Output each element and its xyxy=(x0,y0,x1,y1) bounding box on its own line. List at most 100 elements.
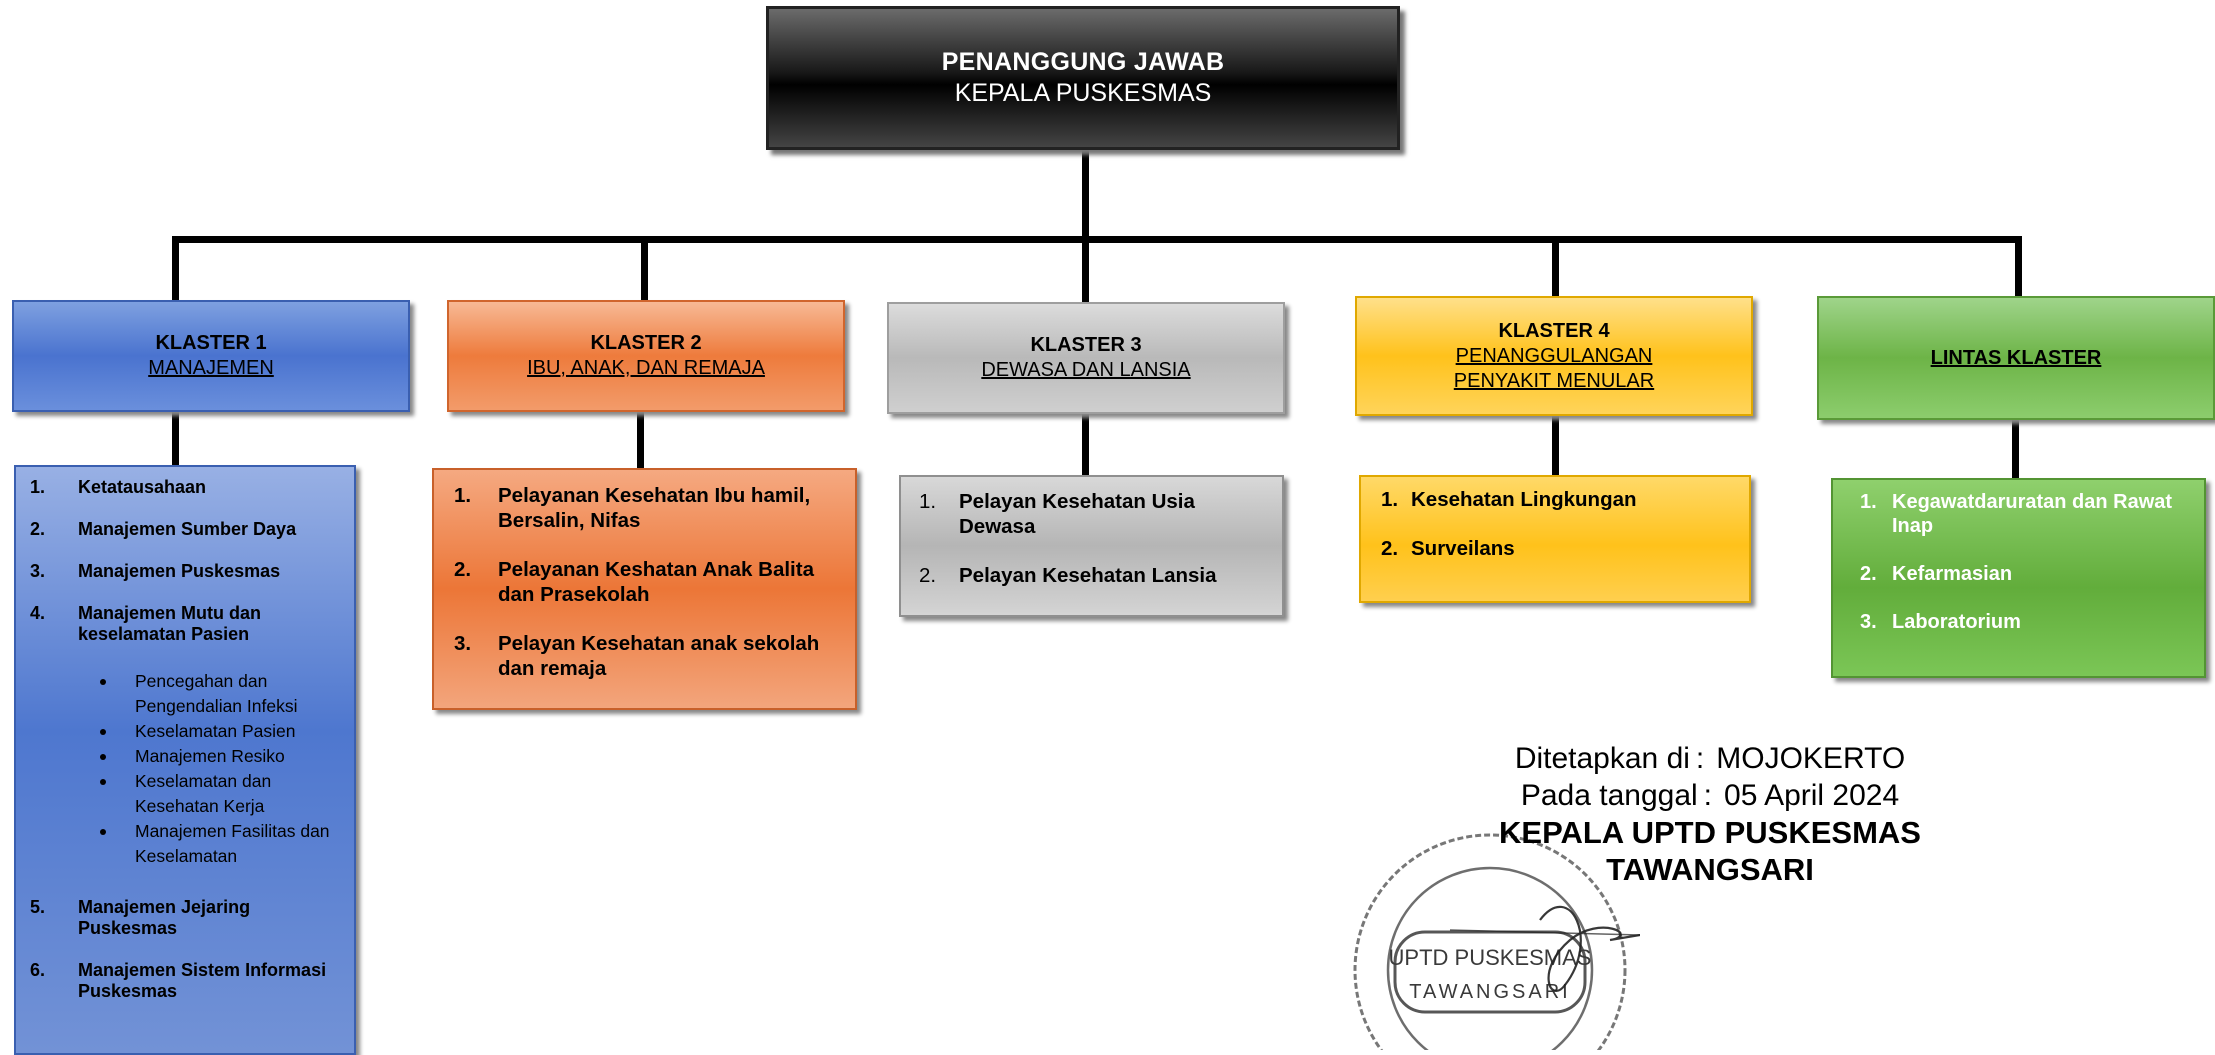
item-number: 3. xyxy=(454,632,472,655)
klaster1-heading: KLASTER 1 xyxy=(155,332,267,354)
date-label: Pada tanggal xyxy=(1520,779,1698,812)
item-number: 2. xyxy=(1381,537,1399,560)
klaster3-name: DEWASA DAN LANSIA xyxy=(981,359,1191,381)
item-number: 3. xyxy=(30,561,46,581)
list-item: 2. Kefarmasian xyxy=(1852,562,2196,586)
klaster2-content: 1.Pelayanan Kesehatan Ibu hamil, Bersali… xyxy=(432,468,857,710)
item-label: Manajemen Mutu dan keselamatan Pasien xyxy=(78,603,262,644)
list-item: 1. Ketatausahaan xyxy=(30,477,346,498)
item-label: Kegawatdaruratan dan Rawat Inap xyxy=(1892,491,2173,537)
place-value: MOJOKERTO xyxy=(1716,742,1906,775)
date-value: 05 April 2024 xyxy=(1724,779,1900,812)
klaster2-list: 1.Pelayanan Kesehatan Ibu hamil, Bersali… xyxy=(444,483,841,705)
item-label: Manajemen Sumber Daya xyxy=(78,519,297,539)
item-number: 1. xyxy=(919,490,937,513)
list-item: 3. Pelayan Kesehatan anak sekolah dan rem… xyxy=(444,631,841,681)
bullet-icon xyxy=(100,729,106,735)
place-label: Ditetapkan di xyxy=(1514,742,1690,775)
item-label: Manajemen Puskesmas xyxy=(78,561,281,581)
signatory-title-1: KEPALA UPTD PUSKESMAS xyxy=(1499,815,1921,850)
root-title: PENANGGUNG JAWAB xyxy=(941,48,1225,76)
item-label: Pelayan Kesehatan anak sekolah dan remaj… xyxy=(498,632,820,680)
item-label: Manajemen Sistem Informasi Puskesmas xyxy=(78,960,327,1001)
root-connector-line xyxy=(1082,150,1089,240)
klaster1-header: KLASTER 1 MANAJEMEN xyxy=(12,300,410,412)
horizontal-connector-line xyxy=(172,236,2022,243)
sublist-item-label: Manajemen Fasilitas dan Keselamatan xyxy=(135,821,330,866)
lintas-drop-line xyxy=(2015,236,2022,296)
date-separator: : xyxy=(1703,779,1713,812)
list-item: 5. Manajemen Jejaring Puskesmas xyxy=(30,897,346,939)
item-number: 2. xyxy=(30,519,46,539)
root-box: PENANGGUNG JAWAB KEPALA PUSKESMAS xyxy=(766,6,1400,150)
list-item: 3. Manajemen Puskesmas xyxy=(30,561,346,582)
place-separator: : xyxy=(1695,742,1705,775)
list-item: 3. Laboratorium xyxy=(1852,610,2196,634)
sublist-item: Keselamatan Pasien xyxy=(78,719,346,744)
item-number: 2. xyxy=(1860,563,1877,585)
item-number: 5. xyxy=(30,897,46,917)
sublist: Pencegahan dan Pengendalian Infeksi Kese… xyxy=(78,669,346,869)
klaster4-content: 1. Kesehatan Lingkungan 2. Surveilans xyxy=(1359,475,1751,603)
klaster2-header: KLASTER 2 IBU, ANAK, DAN REMAJA xyxy=(447,300,845,412)
list-item: 1. Kesehatan Lingkungan xyxy=(1381,487,1739,512)
item-number: 6. xyxy=(30,960,46,980)
item-number: 4. xyxy=(30,603,46,623)
item-number: 1. xyxy=(30,477,46,497)
sublist-item-label: Keselamatan Pasien xyxy=(135,721,296,741)
item-number: 2. xyxy=(454,558,472,581)
sublist-item: Pencegahan dan Pengendalian Infeksi xyxy=(78,669,346,719)
list-item: 1.Pelayanan Kesehatan Ibu hamil, Bersali… xyxy=(444,483,841,533)
sublist-item-label: Keselamatan dan Kesehatan Kerja xyxy=(135,771,272,816)
klaster4-header: KLASTER 4 PENANGGULANGAN PENYAKIT MENULA… xyxy=(1355,296,1753,416)
item-number: 3. xyxy=(1860,611,1877,633)
item-label: Ketatausahaan xyxy=(78,477,207,497)
list-item: 4.Manajemen Mutu dan keselamatan Pasien … xyxy=(30,603,346,869)
klaster2-drop-line xyxy=(641,236,648,300)
item-number: 1. xyxy=(1860,491,1877,513)
stamp-text-1: UPTD PUSKESMAS xyxy=(1389,945,1592,970)
klaster3-heading: KLASTER 3 xyxy=(1030,334,1142,356)
lintas-list: 1. Kegawatdaruratan dan Rawat Inap 2. Kefa… xyxy=(1852,490,2196,658)
item-number: 2. xyxy=(919,564,937,587)
list-item: 2. Manajemen Sumber Daya xyxy=(30,519,346,540)
sublist-item: Keselamatan dan Kesehatan Kerja xyxy=(78,769,346,819)
list-item: 1. Kegawatdaruratan dan Rawat Inap xyxy=(1852,490,2196,538)
list-item: 2. Surveilans xyxy=(1381,536,1739,561)
list-item: 2.Pelayan Kesehatan Lansia xyxy=(919,563,1272,588)
klaster3-content-line xyxy=(1082,414,1089,475)
root-subtitle: KEPALA PUSKESMAS xyxy=(954,79,1212,107)
klaster4-drop-line xyxy=(1552,236,1559,296)
item-label: Kesehatan Lingkungan xyxy=(1411,488,1637,511)
klaster4-name: PENANGGULANGAN PENYAKIT MENULAR xyxy=(1453,344,1655,392)
place-row: Ditetapkan di: MOJOKERTO xyxy=(1440,740,1980,777)
list-item: 2.Pelayanan Keshatan Anak Balita dan Pra… xyxy=(444,557,841,607)
item-label: Kefarmasian xyxy=(1892,563,2013,585)
klaster1-content-line xyxy=(172,412,179,465)
klaster3-drop-line xyxy=(1082,236,1089,302)
bullet-icon xyxy=(100,779,106,785)
stamp-text-2: TAWANGSARI xyxy=(1409,981,1570,1003)
item-label: Pelayan Kesehatan Usia Dewasa xyxy=(959,490,1195,538)
date-row: Pada tanggal:05 April 2024 xyxy=(1440,777,1980,814)
list-item: 1. Pelayan Kesehatan Usia Dewasa xyxy=(919,489,1272,539)
klaster3-header: KLASTER 3 DEWASA DAN LANSIA xyxy=(887,302,1285,414)
lintas-content: 1. Kegawatdaruratan dan Rawat Inap 2. Kefa… xyxy=(1831,478,2206,678)
item-label: Manajemen Jejaring Puskesmas xyxy=(78,897,251,938)
klaster4-content-line xyxy=(1552,416,1559,475)
klaster3-list: 1. Pelayan Kesehatan Usia Dewasa 2.Pelaya… xyxy=(919,489,1272,612)
signatory-title-2: TAWANGSARI xyxy=(1606,852,1814,887)
klaster1-drop-line xyxy=(172,236,179,300)
item-label: Surveilans xyxy=(1411,537,1515,560)
item-label: Laboratorium xyxy=(1892,611,2021,633)
sublist-item: Manajemen Fasilitas dan Keselamatan xyxy=(78,819,346,869)
bullet-icon xyxy=(100,754,106,760)
bullet-icon xyxy=(100,679,106,685)
official-stamp: UPTD PUSKESMAS TAWANGSARI xyxy=(1353,833,1640,1050)
lintas-content-line xyxy=(2012,420,2019,478)
klaster4-list: 1. Kesehatan Lingkungan 2. Surveilans xyxy=(1381,487,1739,585)
klaster1-list: 1.Ketatausahaan 2.Manajemen Sumber Daya … xyxy=(30,477,346,1023)
item-label: Pelayanan Kesehatan Ibu hamil, Bersalin,… xyxy=(498,484,811,532)
item-number: 1. xyxy=(1381,488,1399,511)
sublist-item-label: Manajemen Resiko xyxy=(135,746,285,766)
